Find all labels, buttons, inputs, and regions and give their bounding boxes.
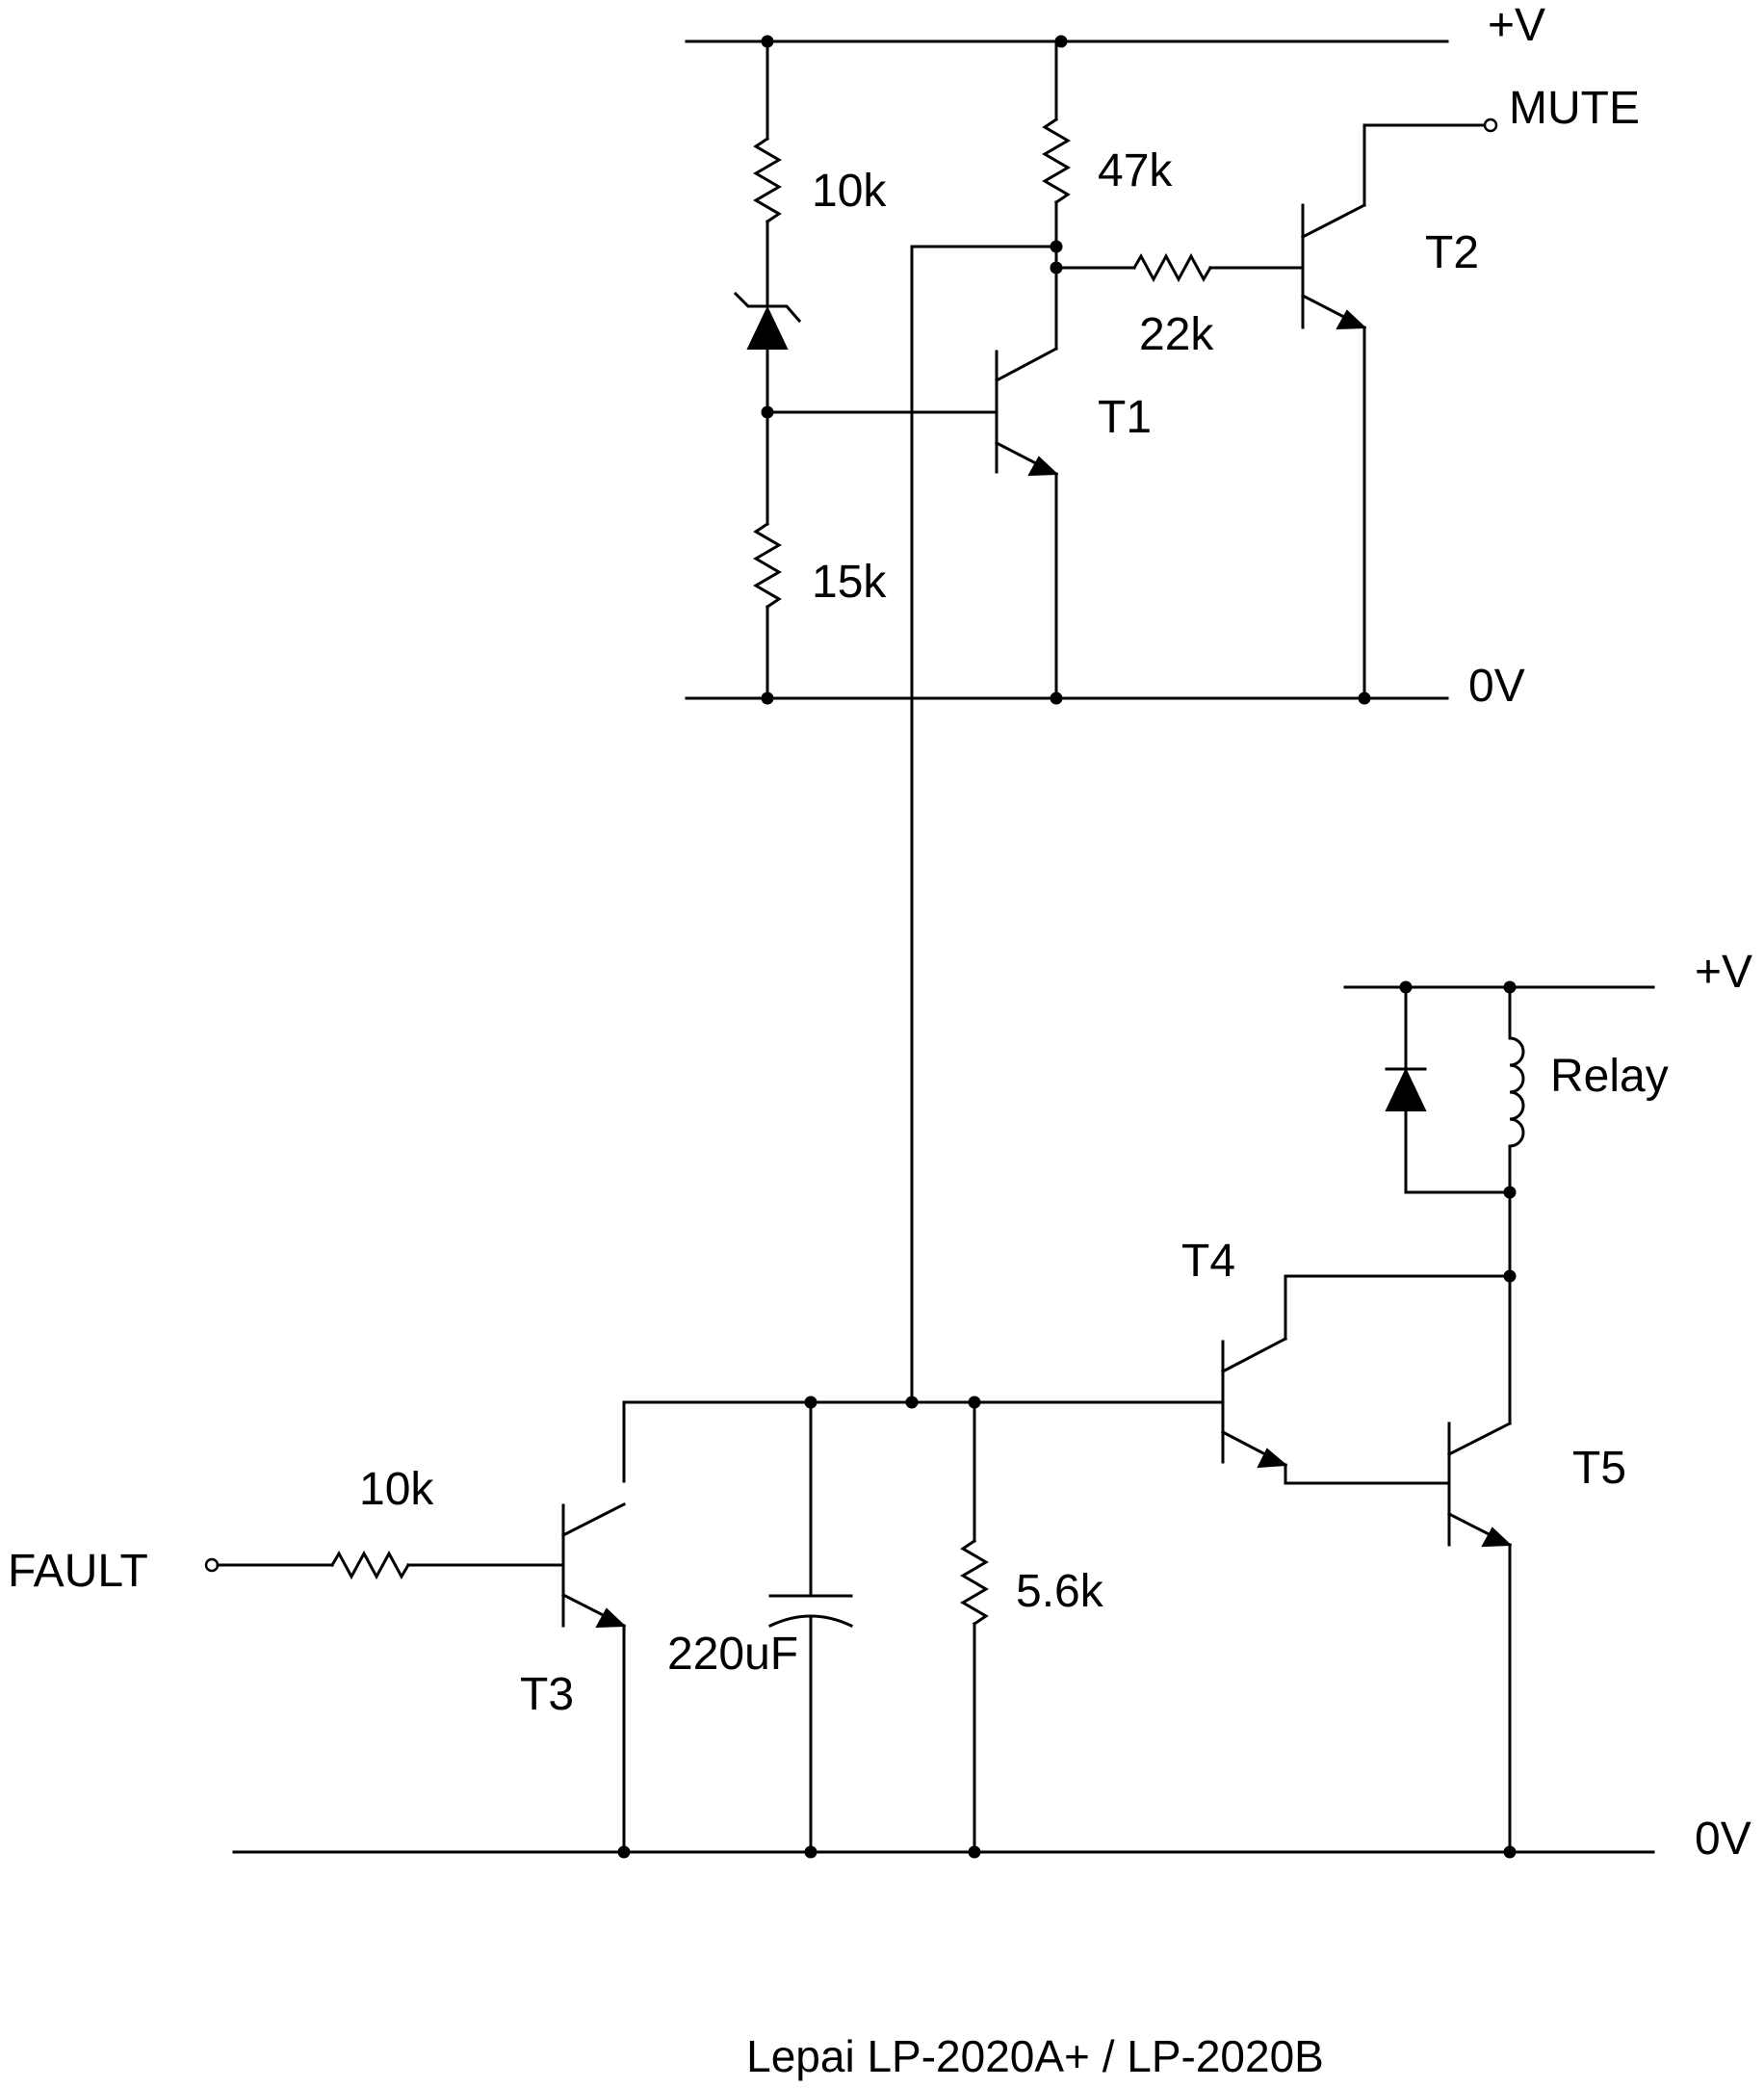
label-r-fault-10k: 10k [359, 1464, 434, 1515]
label-r-top-10k: 10k [812, 166, 887, 217]
transistor-t2 [1300, 123, 1488, 700]
label-rail-top-upper: +V [1488, 0, 1545, 51]
label-c-220uf: 220uF [667, 1629, 798, 1680]
label-t4: T4 [1181, 1236, 1235, 1287]
transistor-t4 [1220, 1336, 1451, 1485]
link-wire [910, 245, 1058, 1404]
label-r-22k: 22k [1139, 309, 1214, 360]
transistor-t3 [560, 1501, 627, 1854]
zener-diode [733, 291, 802, 526]
label-mute: MUTE [1509, 83, 1640, 134]
label-r-5-6k: 5.6k [1016, 1566, 1104, 1617]
label-t5: T5 [1572, 1443, 1626, 1494]
relay-coil [1508, 985, 1525, 1425]
resistor-15k [753, 521, 782, 700]
transistor-t5 [1446, 1421, 1513, 1854]
upper-circuit [685, 35, 1498, 1404]
flyback-diode [1385, 985, 1512, 1194]
label-rail-bottom-lower: 0V [1695, 1814, 1751, 1865]
resistor-10k-fault [216, 1550, 565, 1580]
label-rail-bottom-upper: +V [1695, 947, 1752, 998]
transistor-t1 [765, 346, 1059, 700]
label-rail-top-lower: 0V [1468, 661, 1525, 712]
resistor-47k [1042, 39, 1071, 351]
lower-circuit [204, 980, 1655, 1859]
label-r-15k: 15k [812, 557, 887, 608]
base-line [622, 1400, 1225, 1483]
label-r-47k: 47k [1098, 145, 1173, 196]
mute-terminal [1483, 117, 1498, 133]
label-t1: T1 [1098, 392, 1152, 443]
resistor-10k-top [753, 39, 782, 308]
capacitor-220uf [768, 1400, 853, 1854]
fault-terminal [204, 1557, 220, 1573]
label-t2: T2 [1425, 227, 1479, 278]
label-fault: FAULT [8, 1546, 148, 1597]
label-t3: T3 [520, 1669, 574, 1720]
resistor-5-6k [960, 1400, 989, 1854]
resistor-22k [1054, 252, 1305, 283]
diagram-caption: Lepai LP-2020A+ / LP-2020B [746, 2031, 1324, 2081]
label-relay: Relay [1550, 1051, 1669, 1102]
